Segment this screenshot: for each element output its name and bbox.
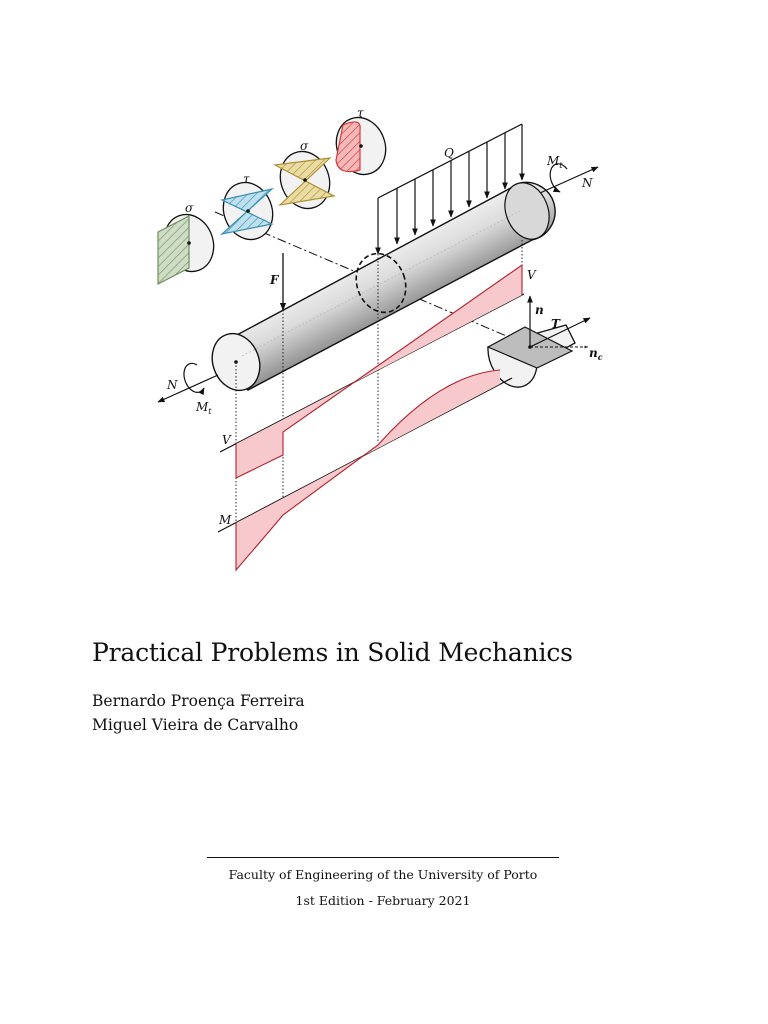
label-Q: Q [444,146,454,160]
edition-line: 1st Edition - February 2021 [295,893,471,908]
cover-figure: Q F N Mt N Mt σ τ σ τ [157,106,603,572]
label-T: T [551,317,561,331]
label-N-right: N [581,176,593,190]
author-name: Bernardo Proença Ferreira [92,692,305,710]
shear-diagram [219,263,525,479]
label-Mt-left: Mt [195,400,212,416]
label-sigma-2: σ [300,139,309,153]
author-name: Miguel Vieira de Carvalho [92,716,299,734]
section-detail [486,295,591,388]
label-Mt-right: Mt [546,154,563,170]
label-nc: nc [589,346,603,362]
torque-arrow-right [549,163,568,193]
label-n: n [535,303,544,317]
torque-arrow-left [183,362,205,396]
label-V-right: V [527,268,537,282]
moment-diagram [217,369,513,572]
label-V: V [222,433,232,447]
label-tau-1: τ [243,172,250,186]
footer-rule [207,857,559,858]
institution-line: Faculty of Engineering of the University… [228,867,538,882]
book-title: Practical Problems in Solid Mechanics [92,638,573,667]
stress-sigma-green [157,213,215,285]
label-F: F [269,273,280,287]
beam-end-right [504,182,550,240]
label-M: M [218,513,232,527]
label-sigma-1: σ [185,201,194,215]
axial-arrow-right [539,166,599,194]
axial-arrow-left [157,374,219,403]
label-N-left: N [166,378,178,392]
stress-tau-blue [219,181,275,241]
stress-tau-red [335,116,387,176]
stress-sigma-gold [273,150,336,210]
label-tau-2: τ [357,106,364,120]
distributed-load [375,123,525,255]
section-cut [355,252,407,314]
